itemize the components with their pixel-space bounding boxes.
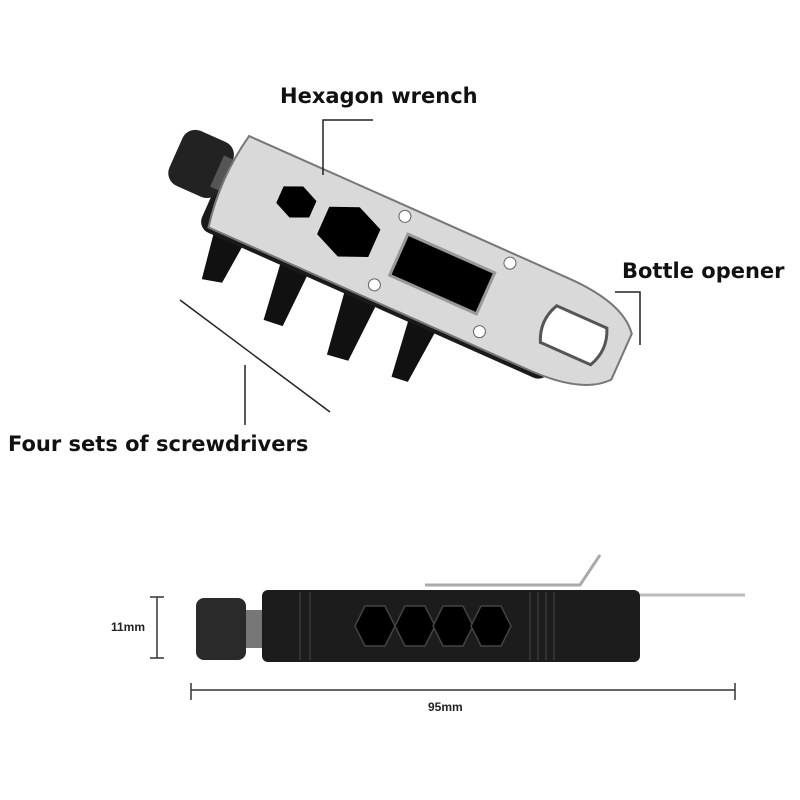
length-dimension-label: 95mm [428, 700, 463, 714]
hexagon-wrench-label: Hexagon wrench [280, 84, 478, 108]
multitool-top-view [168, 129, 633, 386]
bit-hexagons [354, 605, 512, 647]
small-hex-hole [276, 186, 317, 218]
height-dimension-label: 11mm [111, 620, 146, 634]
screwdrivers-label: Four sets of screwdrivers [8, 432, 309, 456]
dimension-lines [150, 596, 736, 700]
rect-window [387, 232, 497, 316]
bottle-opener-label: Bottle opener [622, 259, 785, 283]
side-knob [196, 598, 246, 660]
large-hex-hole [317, 206, 381, 257]
bottle-opener-hole [538, 304, 609, 367]
multitool-side-view [196, 554, 745, 662]
leader-lines [179, 119, 641, 425]
